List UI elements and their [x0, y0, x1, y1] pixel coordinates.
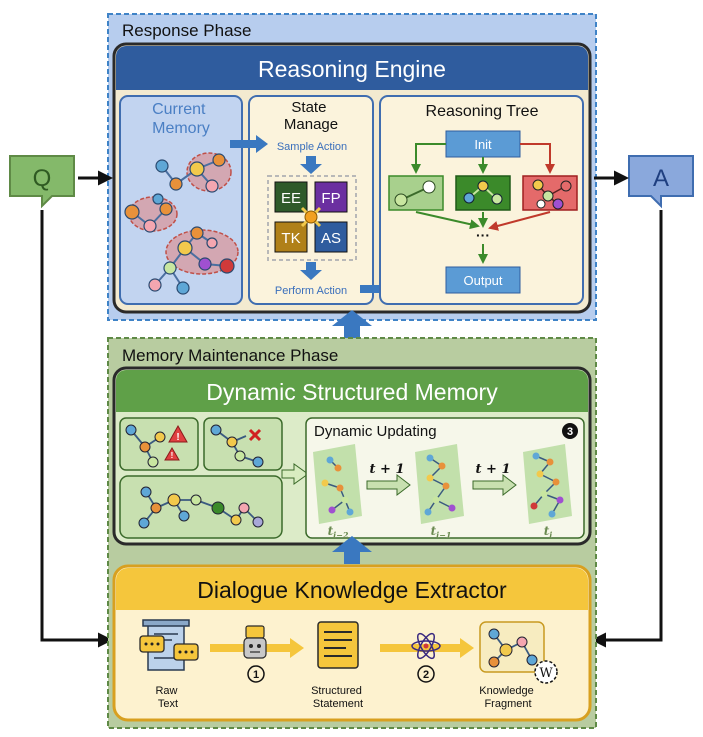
time-step-arrow-2: t + 1: [472, 462, 517, 497]
time-label-2: ti−1: [431, 524, 452, 540]
time-label-3: ti: [544, 524, 553, 540]
tree-edges: [411, 143, 555, 264]
current-memory-label: Current Memory: [152, 101, 210, 137]
current-memory-line2: Memory: [152, 120, 210, 137]
perform-action-label: Perform Action: [275, 285, 347, 297]
memory-to-state-arrow: [230, 135, 268, 153]
ee-label: EE: [281, 190, 301, 207]
time-step-arrow-1: t + 1: [366, 462, 411, 497]
ee-box: [274, 181, 308, 213]
graph-snapshot-3: [523, 444, 572, 524]
raw-text-line2: Text: [158, 698, 178, 710]
connector-arrows: [40, 170, 663, 648]
extractor-to-memory-arrow: [332, 536, 372, 564]
document-icon: [317, 621, 359, 669]
state-hub-icon: [300, 206, 322, 228]
as-label: AS: [321, 230, 341, 247]
state-manage-line2: Manage: [284, 116, 338, 133]
fp-box: [314, 181, 348, 213]
atom-icon: [411, 632, 441, 660]
knowledge-fragment-icon: [479, 621, 545, 673]
fragments-to-updating-arrow: [281, 463, 309, 485]
svg-text:1: 1: [253, 669, 259, 681]
fragment-delete: [203, 417, 283, 471]
svg-text:t + 1: t + 1: [476, 462, 511, 477]
output-node: [445, 266, 521, 294]
structured-statement-label: Structured Statement: [311, 685, 365, 710]
dsm-header: [116, 370, 588, 412]
graph-snapshot-2: [415, 444, 464, 524]
response-phase-title: Response Phase: [122, 21, 251, 40]
reasoning-tree-title: Reasoning Tree: [426, 103, 539, 120]
tree-child-3: [522, 175, 578, 211]
fp-label: FP: [321, 190, 340, 207]
graph-snapshot-1: [313, 444, 362, 524]
q-label: Q: [33, 165, 52, 192]
svg-text:!: !: [176, 432, 179, 443]
raw-text-label: Raw Text: [155, 685, 180, 710]
knowledge-fragment-line1: Knowledge: [479, 685, 533, 697]
grid-to-perform-arrow: [300, 262, 322, 280]
wikipedia-icon: W: [534, 660, 558, 684]
svg-text:W: W: [539, 666, 553, 681]
current-memory-graph: [124, 152, 239, 295]
dynamic-updating-title: Dynamic Updating: [314, 423, 437, 440]
memory-to-engine-arrow: [332, 310, 372, 340]
answer-bubble-icon: A: [628, 155, 694, 209]
action-grid-frame: [267, 175, 357, 261]
tk-label: TK: [281, 230, 300, 247]
structured-statement-line2: Statement: [313, 698, 363, 710]
delete-x-icon: [248, 428, 262, 442]
init-node: [445, 130, 521, 158]
knowledge-fragment-line2: Fragment: [484, 698, 531, 710]
reasoning-engine-title: Reasoning Engine: [258, 56, 446, 82]
current-memory-line1: Current: [152, 101, 206, 118]
structured-statement-line1: Structured: [311, 685, 362, 697]
sample-action-label: Sample Action: [277, 141, 347, 153]
warning-icon: ! !: [164, 424, 188, 461]
tree-ellipsis: ···: [476, 227, 490, 243]
svg-text:2: 2: [423, 669, 429, 681]
tree-child-1: [388, 175, 444, 211]
dke-title: Dialogue Knowledge Extractor: [197, 577, 507, 603]
robot-icon: [243, 625, 267, 659]
state-manage-label: State Manage: [284, 99, 338, 133]
step3-badge: 3: [562, 423, 578, 439]
reasoning-engine-header: [116, 46, 588, 90]
step2-badge: 2: [417, 665, 435, 683]
sample-to-grid-arrow: [300, 156, 322, 174]
time-label-1: ti−2: [328, 524, 349, 540]
svg-text:t + 1: t + 1: [370, 462, 405, 477]
raw-text-icon: [139, 619, 199, 671]
fragment-warning: ! !: [119, 417, 199, 471]
step1-badge: 1: [247, 665, 265, 683]
output-label: Output: [463, 273, 502, 288]
tk-box: [274, 221, 308, 253]
question-bubble-icon: Q: [9, 155, 75, 209]
tree-child-2: [455, 175, 511, 211]
dke-header: [116, 568, 588, 610]
knowledge-fragment-label: Knowledge Fragment: [479, 685, 537, 710]
dsm-title: Dynamic Structured Memory: [206, 379, 498, 405]
a-label: A: [653, 165, 669, 192]
as-box: [314, 221, 348, 253]
svg-text:3: 3: [567, 426, 573, 438]
state-manage-line1: State: [291, 99, 326, 116]
fragment-merged: [119, 475, 283, 539]
raw-text-line1: Raw: [155, 685, 177, 697]
init-label: Init: [474, 137, 492, 152]
memory-maintenance-title: Memory Maintenance Phase: [122, 346, 338, 365]
svg-text:!: !: [171, 451, 174, 460]
